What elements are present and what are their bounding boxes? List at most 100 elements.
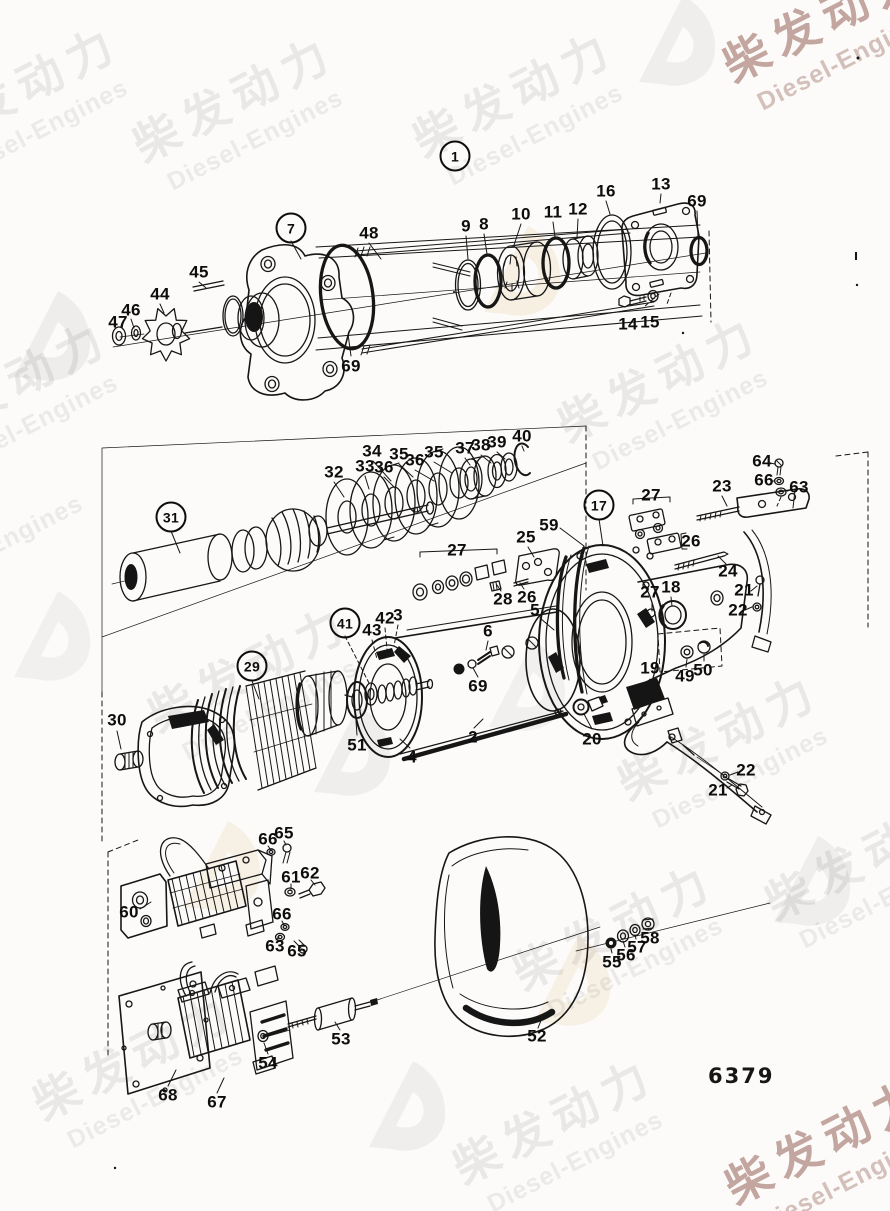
intermediate-bracket-17	[538, 544, 749, 740]
part-label-8: 8	[479, 214, 489, 234]
part-label-51: 51	[347, 735, 367, 755]
part-label-4: 4	[407, 747, 417, 767]
part-label-41: 41	[329, 607, 361, 639]
part-label-30: 30	[107, 710, 127, 730]
pin-45	[192, 280, 225, 292]
part-label-5: 5	[530, 600, 540, 620]
part-label-12: 12	[568, 199, 588, 219]
part-label-45: 45	[189, 262, 209, 282]
part-label-19: 19	[640, 658, 660, 678]
armature-29	[190, 670, 353, 794]
part-label-24: 24	[718, 561, 738, 581]
part-label-22: 22	[728, 600, 748, 620]
part-label-42: 42	[375, 608, 395, 628]
part-label-66: 66	[272, 904, 292, 924]
part-label-61: 61	[281, 867, 301, 887]
bolt-21-lower	[726, 778, 749, 797]
washer-54	[257, 1029, 269, 1043]
stud-24	[674, 551, 729, 571]
part-label-35: 35	[424, 442, 444, 462]
brush-lead-19	[623, 678, 772, 825]
part-label-46: 46	[121, 300, 141, 320]
part-label-56: 56	[616, 945, 636, 965]
part-label-9: 9	[461, 216, 471, 236]
part-label-54: 54	[258, 1053, 278, 1073]
part-label-66: 66	[754, 470, 774, 490]
support-strap-right	[743, 529, 772, 653]
part-label-21: 21	[734, 580, 754, 600]
part-label-38: 38	[471, 435, 491, 455]
part-label-65: 65	[274, 823, 294, 843]
part-label-64: 64	[752, 451, 772, 471]
part-label-52: 52	[527, 1026, 547, 1046]
part-label-69: 69	[687, 191, 707, 211]
washer-46	[130, 325, 142, 341]
part-label-65: 65	[287, 941, 307, 961]
scan-speckles	[113, 56, 860, 1170]
part-label-69: 69	[468, 676, 488, 696]
part-label-16: 16	[596, 181, 616, 201]
part-label-6: 6	[483, 621, 493, 641]
part-label-69: 69	[341, 356, 361, 376]
mounting-plate-68	[118, 971, 211, 1095]
brush-spring-shaft	[377, 676, 434, 704]
washer-22-lower	[720, 771, 730, 781]
part-label-10: 10	[511, 204, 531, 224]
needle-bearing-10	[496, 241, 552, 301]
plate-25	[515, 548, 560, 586]
connector-block-27	[628, 508, 682, 560]
shim-16	[592, 214, 632, 290]
part-label-63: 63	[789, 477, 809, 497]
part-label-39: 39	[487, 432, 507, 452]
part-label-37: 37	[455, 438, 475, 458]
o-ring-11	[541, 236, 571, 290]
cover-band-52	[434, 836, 589, 1038]
part-label-58: 58	[640, 928, 660, 948]
hardware-row-27-left	[412, 559, 507, 601]
thrust-washer-41	[364, 682, 378, 706]
plunger-rod-53	[287, 997, 378, 1031]
part-label-59: 59	[539, 515, 559, 535]
part-label-29: 29	[236, 650, 268, 682]
snap-ring-9	[454, 259, 482, 311]
part-label-11: 11	[543, 202, 563, 222]
grommet-20	[572, 695, 608, 716]
o-ring-69-top	[689, 235, 709, 267]
part-label-63: 63	[265, 936, 285, 956]
part-label-31: 31	[155, 501, 187, 533]
part-label-7: 7	[275, 212, 307, 244]
screw-64	[774, 458, 784, 476]
part-label-35: 35	[389, 444, 409, 464]
part-label-15: 15	[640, 312, 660, 332]
plug-28	[489, 580, 502, 592]
nuts-49-50	[680, 640, 711, 659]
bolt-14	[618, 295, 647, 308]
part-label-36: 36	[374, 457, 394, 477]
part-label-1: 1	[439, 140, 471, 172]
solenoid-60	[120, 837, 274, 939]
pinion-gear-44	[119, 307, 191, 362]
part-label-26: 26	[517, 587, 537, 607]
part-label-40: 40	[512, 426, 532, 446]
o-ring-8	[473, 253, 503, 309]
part-label-2: 2	[468, 727, 478, 747]
part-label-43: 43	[362, 620, 382, 640]
part-label-34: 34	[362, 441, 382, 461]
part-label-49: 49	[675, 666, 695, 686]
part-label-32: 32	[324, 462, 344, 482]
figure-number: 6379	[708, 1064, 775, 1088]
end-flange-13	[621, 202, 700, 297]
terminal-stud-23	[696, 488, 810, 522]
part-label-36: 36	[405, 450, 425, 470]
part-label-47: 47	[108, 312, 128, 332]
part-label-3: 3	[393, 605, 403, 625]
part-label-18: 18	[661, 577, 681, 597]
part-label-55: 55	[602, 952, 622, 972]
part-label-60: 60	[119, 902, 139, 922]
washer-51	[346, 681, 368, 719]
part-label-62: 62	[300, 863, 320, 883]
part-label-50: 50	[693, 660, 713, 680]
